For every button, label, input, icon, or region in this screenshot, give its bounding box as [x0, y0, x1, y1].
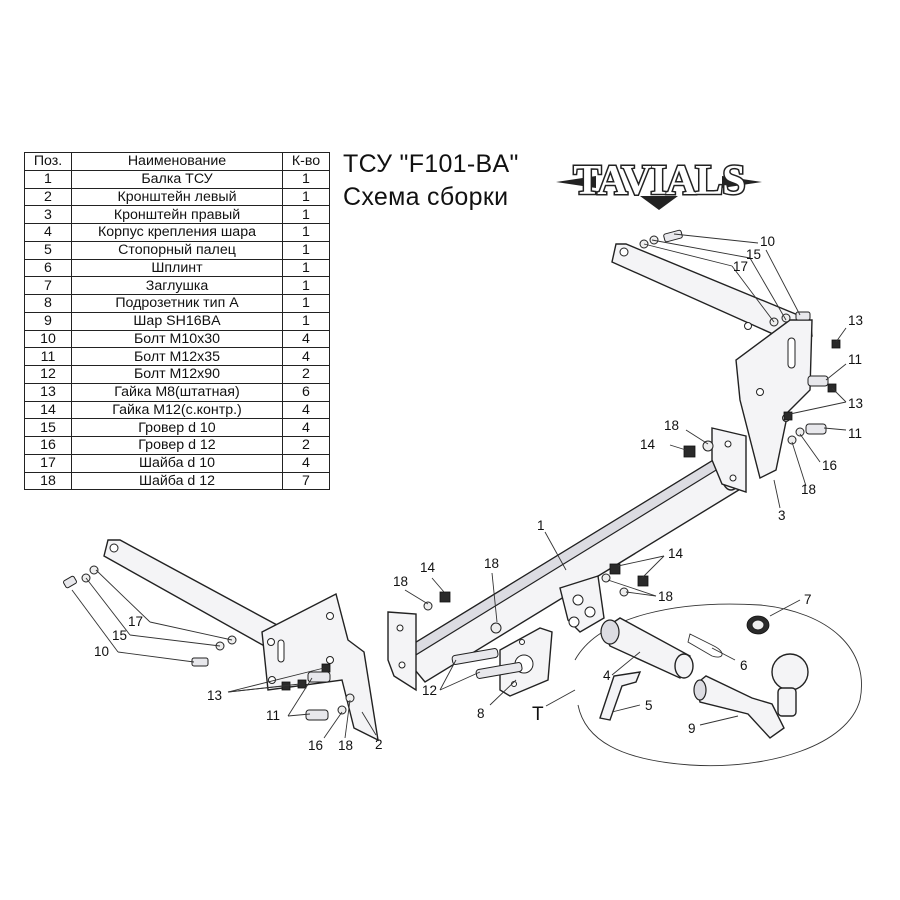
cell-pos: 16 [24, 436, 72, 455]
callout-11-left: 11 [266, 708, 280, 723]
callout-labels: 1 2 3 4 5 6 7 8 9 T 10 15 17 13 11 16 18… [94, 234, 863, 753]
cell-qty: 4 [282, 329, 330, 349]
socket-plate [499, 627, 553, 697]
left-bracket [103, 539, 379, 742]
cotter-pin [687, 633, 723, 658]
callout-13-right-mid: 13 [848, 396, 863, 411]
callout-18-centre: 18 [484, 556, 499, 571]
locking-pin [599, 671, 642, 721]
callout-9: 9 [688, 721, 696, 736]
cell-name: Шайба d 10 [71, 453, 283, 473]
cell-pos: 10 [24, 329, 72, 349]
callout-11-right-top: 11 [848, 352, 862, 367]
cell-qty: 7 [282, 471, 330, 491]
callout-13-right-top: 13 [848, 313, 863, 328]
callout-15-right: 15 [746, 247, 761, 262]
callout-1: 1 [537, 518, 545, 533]
callout-18-right-bottom: 18 [801, 482, 816, 497]
cell-name: Гровер d 10 [71, 418, 283, 437]
callout-7: 7 [804, 592, 812, 607]
callout-5: 5 [645, 698, 653, 713]
callout-4: 4 [603, 668, 611, 683]
cell-qty: 4 [282, 400, 330, 420]
cell-name: Стопорный палец [71, 240, 283, 260]
cell-name: Шайба d 12 [71, 471, 283, 491]
callout-17-left: 17 [128, 614, 143, 629]
cell-qty: 1 [282, 187, 330, 207]
callout-16-left: 16 [308, 738, 323, 753]
logo-text: TAVIALS [573, 158, 744, 204]
callout-10-left: 10 [94, 644, 109, 659]
cell-pos: 18 [24, 471, 72, 491]
cell-name: Гайка М8(штатная) [71, 382, 283, 402]
page-title: ТСУ "F101-BA" [343, 150, 519, 178]
callout-15-left: 15 [112, 628, 127, 643]
callout-2: 2 [375, 737, 383, 752]
callout-18-centre-left: 18 [393, 574, 408, 589]
cell-pos: 14 [24, 400, 72, 420]
tow-ball [693, 653, 809, 739]
callout-14-centre-right: 14 [668, 546, 684, 561]
plug-cap [746, 615, 770, 635]
page-subtitle: Схема сборки [343, 183, 509, 211]
callout-18-right: 18 [664, 418, 679, 433]
callout-14-right: 14 [640, 437, 656, 452]
tow-beam [387, 427, 747, 692]
brand-logo: TAVIALS [556, 157, 762, 210]
callout-17-right: 17 [733, 259, 748, 274]
callout-6: 6 [740, 658, 748, 673]
leader-lines [71, 233, 847, 739]
callout-10-right: 10 [760, 234, 775, 249]
ball-mount-body [600, 617, 694, 679]
callout-18-centre-right: 18 [658, 589, 673, 604]
callout-t: T [532, 704, 544, 725]
detail-area-outline [574, 603, 862, 767]
callout-11-right-bottom: 11 [848, 426, 862, 441]
callout-13-left: 13 [207, 688, 222, 703]
callout-8: 8 [477, 706, 485, 721]
fasteners [63, 229, 841, 721]
callout-18-left: 18 [338, 738, 353, 753]
callout-14-centre-left: 14 [420, 560, 436, 575]
callout-12: 12 [422, 683, 437, 698]
callout-16-right: 16 [822, 458, 837, 473]
callout-3: 3 [778, 508, 786, 523]
